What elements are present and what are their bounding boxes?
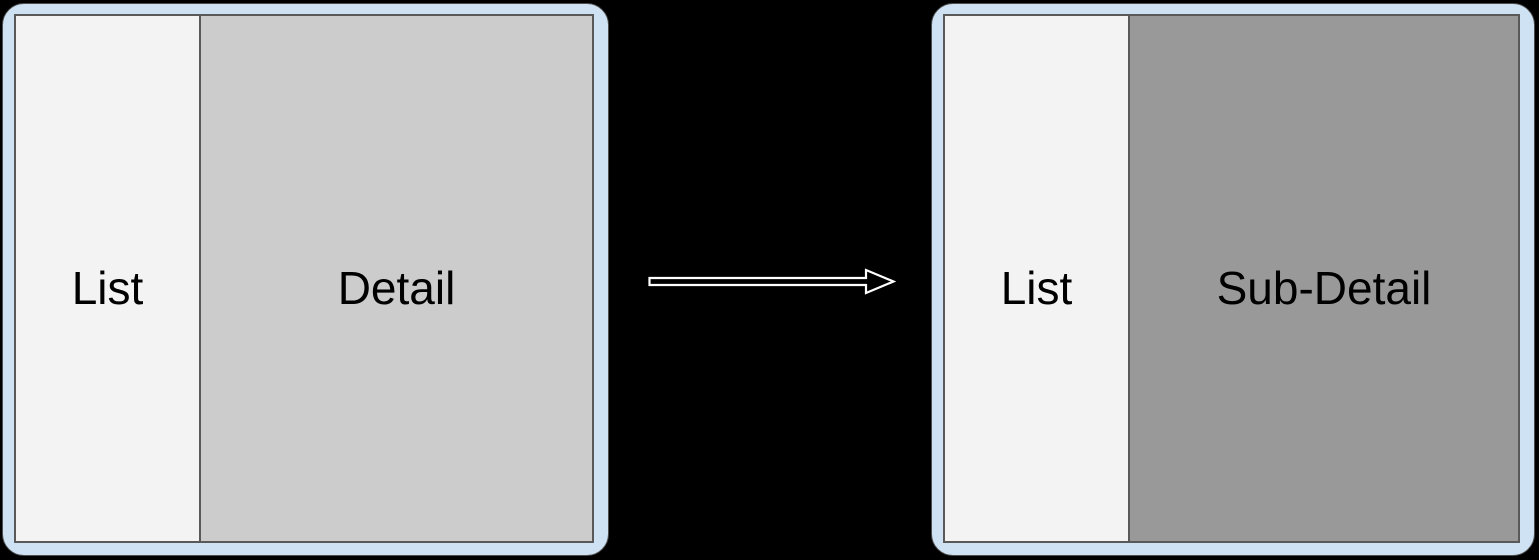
after-list-label: List bbox=[1000, 261, 1073, 314]
after-detail-label: Sub-Detail bbox=[1216, 261, 1432, 314]
after-list-pane: List bbox=[945, 16, 1130, 541]
after-layout-frame: List Sub-Detail bbox=[931, 3, 1535, 556]
before-detail-label: Detail bbox=[337, 261, 456, 314]
before-list-label: List bbox=[71, 261, 144, 314]
before-list-pane: List bbox=[16, 16, 201, 541]
after-screen: List Sub-Detail bbox=[943, 14, 1520, 543]
arrow-right-icon bbox=[648, 268, 896, 295]
before-layout-frame: List Detail bbox=[2, 3, 609, 556]
before-detail-pane: Detail bbox=[201, 16, 592, 541]
before-screen: List Detail bbox=[14, 14, 594, 543]
after-detail-pane: Sub-Detail bbox=[1130, 16, 1518, 541]
